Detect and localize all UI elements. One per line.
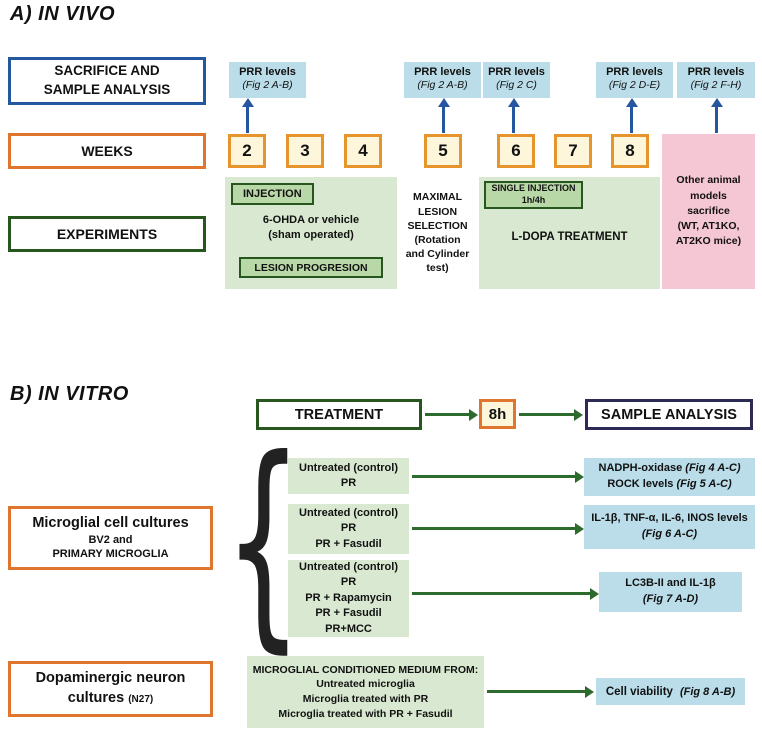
- week-box-5: 5: [424, 134, 462, 168]
- arrow-up-other-models-icon: [710, 98, 723, 133]
- time-8h-box: 8h: [479, 399, 516, 429]
- week-box-7: 7: [554, 134, 592, 168]
- result-line: NADPH-oxidase (Fig 4 A-C): [588, 461, 751, 477]
- result-box-3: LC3B-II and IL-1β (Fig 7 A-D): [599, 572, 742, 612]
- arrow-row3-icon: [412, 587, 599, 600]
- sacrifice-and-sample-analysis-label: SACRIFICE AND SAMPLE ANALYSIS: [8, 57, 206, 105]
- arrow-row2-icon: [412, 522, 584, 535]
- arrow-row1-icon: [412, 470, 584, 483]
- arrow-up-week2-icon: [241, 98, 254, 133]
- section-a-title: A) IN VIVO: [10, 3, 116, 25]
- prr-title: PRR levels: [414, 66, 471, 78]
- prr-box-week8: PRR levels (Fig 2 D-E): [596, 62, 673, 98]
- dopaminergic-neuron-label: Dopaminergic neuron cultures (N27): [8, 661, 213, 717]
- cell-viability-text: Cell viability: [605, 685, 673, 698]
- result-fig: (Fig 7 A-D): [642, 593, 699, 605]
- result-fig: (Fig 6 A-C): [641, 528, 698, 540]
- result-text: IL-1β, TNF-α, IL-6, INOS levels: [591, 512, 748, 525]
- conditioned-medium-box: MICROGLIAL CONDITIONED MEDIUM FROM: Untr…: [247, 656, 484, 728]
- sample-analysis-header-box: SAMPLE ANALYSIS: [585, 399, 753, 430]
- week-box-8: 8: [611, 134, 649, 168]
- weeks-label: WEEKS: [8, 133, 206, 169]
- microglial-line3: PRIMARY MICROGLIA: [52, 548, 169, 561]
- arrow-viability-icon: [487, 685, 594, 698]
- microglial-line2: BV2 and: [88, 534, 133, 547]
- neuron-n27-text: (N27): [128, 694, 154, 705]
- prr-title: PRR levels: [488, 66, 545, 78]
- prr-fig: (Fig 2 C): [496, 79, 537, 92]
- arrow-up-week6-icon: [507, 98, 520, 133]
- maximal-lesion-selection-text: MAXIMAL LESION SELECTION (Rotation and C…: [398, 177, 477, 289]
- arrow-up-week8-icon: [625, 98, 638, 133]
- result-line: (Fig 6 A-C): [588, 527, 751, 543]
- week-box-6: 6: [497, 134, 535, 168]
- result-line: (Fig 7 A-D): [603, 592, 738, 608]
- lesion-experiment-block: INJECTION 6-OHDA or vehicle (sham operat…: [225, 177, 397, 289]
- prr-title: PRR levels: [687, 66, 745, 78]
- cell-viability-box: Cell viability (Fig 8 A-B): [596, 678, 745, 705]
- cell-viability-fig: (Fig 8 A-B): [679, 685, 736, 698]
- neuron-line2: cultures (N27): [68, 689, 153, 709]
- treatment-conditions-2: Untreated (control) PR PR + Fasudil: [288, 504, 409, 554]
- result-box-2: IL-1β, TNF-α, IL-6, INOS levels (Fig 6 A…: [584, 505, 755, 549]
- week-box-3: 3: [286, 134, 324, 168]
- arrow-treatment-to-8h-icon: [425, 408, 478, 421]
- result-line: LC3B-II and IL-1β: [603, 576, 738, 592]
- result-text: LC3B-II and IL-1β: [625, 577, 716, 590]
- result-text: ROCK levels: [607, 478, 677, 490]
- prr-box-other-models: PRR levels (Fig 2 F-H): [677, 62, 755, 98]
- neuron-line1: Dopaminergic neuron: [35, 670, 186, 687]
- treatment-conditions-3: Untreated (control) PR PR + Rapamycin PR…: [288, 560, 409, 637]
- result-fig: (Fig 5 A-C): [676, 478, 732, 490]
- experiments-label: EXPERIMENTS: [8, 216, 206, 252]
- result-line: ROCK levels (Fig 5 A-C): [588, 477, 751, 493]
- result-fig: (Fig 4 A-C): [685, 462, 741, 475]
- single-injection-pill: SINGLE INJECTION 1h/4h: [484, 181, 583, 209]
- ldopa-treatment-text: L-DOPA TREATMENT: [511, 231, 628, 243]
- prr-fig: (Fig 2 A-B): [242, 79, 293, 92]
- other-animal-models-block: Other animal models sacrifice (WT, AT1KO…: [662, 134, 755, 289]
- section-b-title: B) IN VITRO: [10, 383, 129, 405]
- ldopa-experiment-block: SINGLE INJECTION 1h/4h L-DOPA TREATMENT: [479, 177, 660, 289]
- arrow-up-week5-icon: [437, 98, 450, 133]
- result-line: IL-1β, TNF-α, IL-6, INOS levels: [588, 511, 751, 527]
- lesion-progression-pill: LESION PROGRESION: [239, 257, 383, 278]
- microglial-line1: Microglial cell cultures: [32, 515, 189, 532]
- week-box-2: 2: [228, 134, 266, 168]
- prr-fig: (Fig 2 F-H): [690, 79, 742, 92]
- treatment-conditions-1: Untreated (control) PR: [288, 458, 409, 494]
- prr-title: PRR levels: [239, 66, 296, 78]
- neuron-cultures-text: cultures: [67, 690, 125, 706]
- result-box-1: NADPH-oxidase (Fig 4 A-C) ROCK levels (F…: [584, 458, 755, 496]
- prr-fig: (Fig 2 D-E): [608, 79, 661, 92]
- prr-title: PRR levels: [606, 66, 663, 78]
- microglial-cultures-label: Microglial cell cultures BV2 and PRIMARY…: [8, 506, 213, 570]
- ohda-text: 6-OHDA or vehicle (sham operated): [262, 214, 360, 241]
- result-text: NADPH-oxidase: [598, 462, 686, 475]
- prr-fig: (Fig 2 A-B): [417, 79, 468, 92]
- prr-box-week6: PRR levels (Fig 2 C): [483, 62, 550, 98]
- injection-pill: INJECTION: [231, 183, 314, 205]
- prr-box-week2: PRR levels (Fig 2 A-B): [229, 62, 306, 98]
- prr-box-week5: PRR levels (Fig 2 A-B): [404, 62, 481, 98]
- week-box-4: 4: [344, 134, 382, 168]
- arrow-8h-to-analysis-icon: [519, 408, 583, 421]
